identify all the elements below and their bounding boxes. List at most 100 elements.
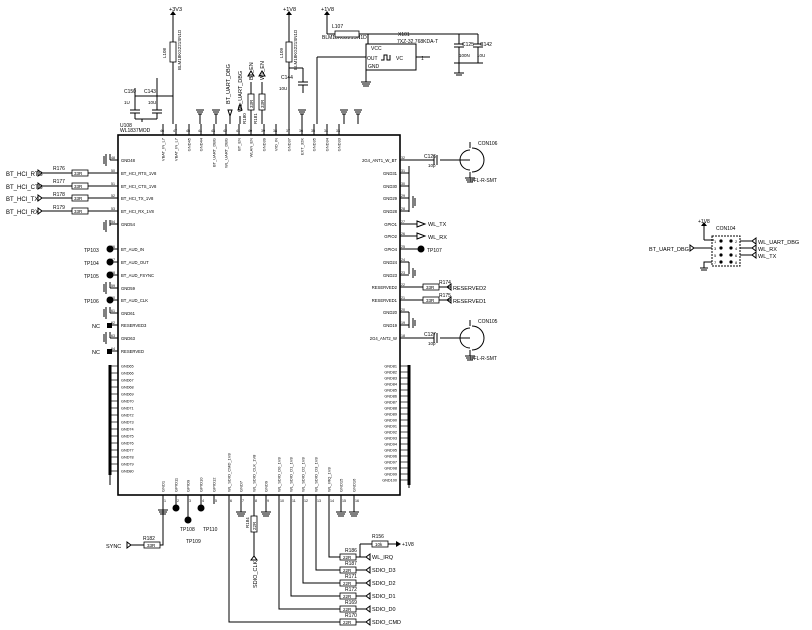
con105-type: UFL-R-SMT	[470, 356, 497, 362]
pin-name-5: GPIO12	[212, 477, 217, 492]
pin-num-40: 40	[248, 129, 252, 133]
pin-num-11: 11	[292, 499, 296, 503]
pin-name-gnd74: GND74	[121, 428, 134, 432]
pin-name-52: BT_HCI_TX_1V8	[121, 196, 154, 201]
pin-name-4: GPIO10	[199, 477, 204, 492]
pin-num-25: 25	[401, 245, 405, 249]
pin-name-gnd68: GND68	[121, 386, 134, 390]
pin-num-44: 44	[198, 129, 202, 133]
pin-name-gnd92: GND92	[384, 431, 397, 435]
pin-num-6: 6	[230, 499, 232, 503]
sdio-d2-net: SDIO_D2	[372, 581, 396, 587]
sdio-clk-net: SDIO_CLK	[253, 560, 259, 588]
con104-pin2: 2	[735, 239, 738, 244]
l107-val: BLM18KG221SN1D	[322, 35, 367, 41]
pin-name-gnd87: GND87	[384, 401, 397, 405]
r180-val: 33R	[249, 99, 254, 108]
pin-name-27: GPIO1	[384, 222, 397, 227]
l108-ref: L108	[162, 47, 167, 58]
pin-name-36: EXT_32K	[300, 138, 305, 155]
pin-name-gnd79: GND79	[121, 463, 134, 467]
l109-body	[285, 41, 293, 63]
pin-name-gnd89: GND89	[384, 413, 397, 417]
l107-body	[334, 30, 360, 38]
pin-num-33: 33	[336, 129, 340, 133]
pin-num-46: 46	[160, 129, 164, 133]
tp108-label: TP108	[180, 527, 195, 533]
bottom-power-1v8: +1V8	[402, 542, 414, 548]
con104-pin3: 3	[714, 246, 717, 251]
tp105-label: TP105	[84, 274, 99, 280]
tp103-label: TP103	[84, 248, 99, 254]
pin-name-33: GND33	[337, 137, 342, 151]
con104-power: +1V8	[698, 219, 710, 225]
x101-pin-vc: VC	[396, 56, 403, 62]
sdio-d0-net: SDIO_D0	[372, 607, 396, 613]
pin-num-58: 58	[111, 271, 115, 275]
pin-name-31: GND31	[383, 171, 398, 176]
pin-num-34: 34	[324, 129, 328, 133]
pin-num-35: 35	[311, 129, 315, 133]
c125-val: 100N	[459, 53, 470, 58]
power-1v8-a: +1V8	[283, 7, 296, 13]
pin-num-30: 30	[401, 182, 405, 186]
pin-name-25: GPIO4	[384, 247, 397, 252]
pin-num-12: 12	[304, 499, 308, 503]
sdio-cmd-net: SDIO_CMD	[372, 620, 401, 626]
pin-num-8: 8	[255, 499, 257, 503]
r171-val: 22R	[343, 581, 352, 586]
r178-ref: R178	[53, 192, 65, 198]
pin-name-45: GND45	[187, 137, 192, 151]
pin-num-52: 52	[111, 194, 115, 198]
bottom-sdio: 22R R184 SDIO_CLK R156 10k +1V8 22R 22R …	[228, 504, 414, 626]
pin-num-41: 41	[236, 129, 240, 133]
con104-net-wl-rx: WL_RX	[758, 247, 777, 253]
bt-uart-dbg-net: BT_UART_DBG	[226, 64, 232, 104]
r178-val: 33R	[74, 196, 83, 201]
pin-name-gnd71: GND71	[121, 407, 134, 411]
pin-name-58: BT_AUD_FSYNC	[121, 273, 154, 278]
pin-name-21: RESERVED1	[372, 298, 398, 303]
left-hci-nets: BT_HCI_RTS BT_HCI_CTS BT_HCI_TX BT_HCI_R…	[6, 166, 118, 216]
antenna-1: C126 10p CON106 UFL-R-SMT	[409, 141, 498, 184]
pin-num-21: 21	[401, 296, 405, 300]
r176-val: 33R	[74, 171, 83, 176]
pin-name-23: GND23	[383, 273, 398, 278]
x101-pin-gnd: GND	[368, 64, 380, 70]
pin-num-64: 64	[111, 347, 115, 351]
pin-num-20: 20	[401, 308, 405, 312]
pin-num-56: 56	[111, 245, 115, 249]
pin-name-gnd93: GND93	[384, 437, 397, 441]
r187-ref: R187	[345, 561, 357, 567]
nc2-marker	[107, 349, 112, 354]
r181-val: 33R	[260, 99, 265, 108]
hci-arrows	[37, 169, 43, 215]
c127-ref: C127	[424, 332, 436, 338]
pin-name-48: GND48	[121, 158, 136, 163]
con104-pin8: 8	[735, 260, 738, 265]
pin-name-15: GND15	[339, 478, 344, 492]
pin-name-gnd85: GND85	[384, 389, 397, 393]
pin-num-26: 26	[401, 232, 405, 236]
r174-val: 33R	[426, 285, 435, 290]
pin-num-47: 47	[173, 129, 177, 133]
r179-ref: R179	[53, 205, 65, 211]
pin-name-gnd86: GND86	[384, 395, 397, 399]
pin-num-53: 53	[111, 207, 115, 211]
pin-name-gnd88: GND88	[384, 407, 397, 411]
pin-name-32: 2G4_ANT1_W_BT	[362, 158, 397, 163]
pin-name-gnd70: GND70	[121, 400, 134, 404]
pin-num-61: 61	[111, 309, 115, 313]
c143-ref: C143	[144, 89, 156, 95]
pin-num-13: 13	[317, 499, 321, 503]
pin-num-37: 37	[286, 129, 290, 133]
r175-val: 33R	[426, 298, 435, 303]
pin-name-gnd90: GND90	[384, 419, 397, 423]
pin-num-22: 22	[401, 283, 405, 287]
pin-name-gnd98: GND98	[384, 467, 397, 471]
bt-en-net: BT_EN	[249, 62, 255, 80]
r177-val: 33R	[74, 184, 83, 189]
pin-num-60: 60	[111, 296, 115, 300]
r182-val: 33R	[147, 543, 156, 548]
tp110-label: TP110	[203, 527, 218, 533]
